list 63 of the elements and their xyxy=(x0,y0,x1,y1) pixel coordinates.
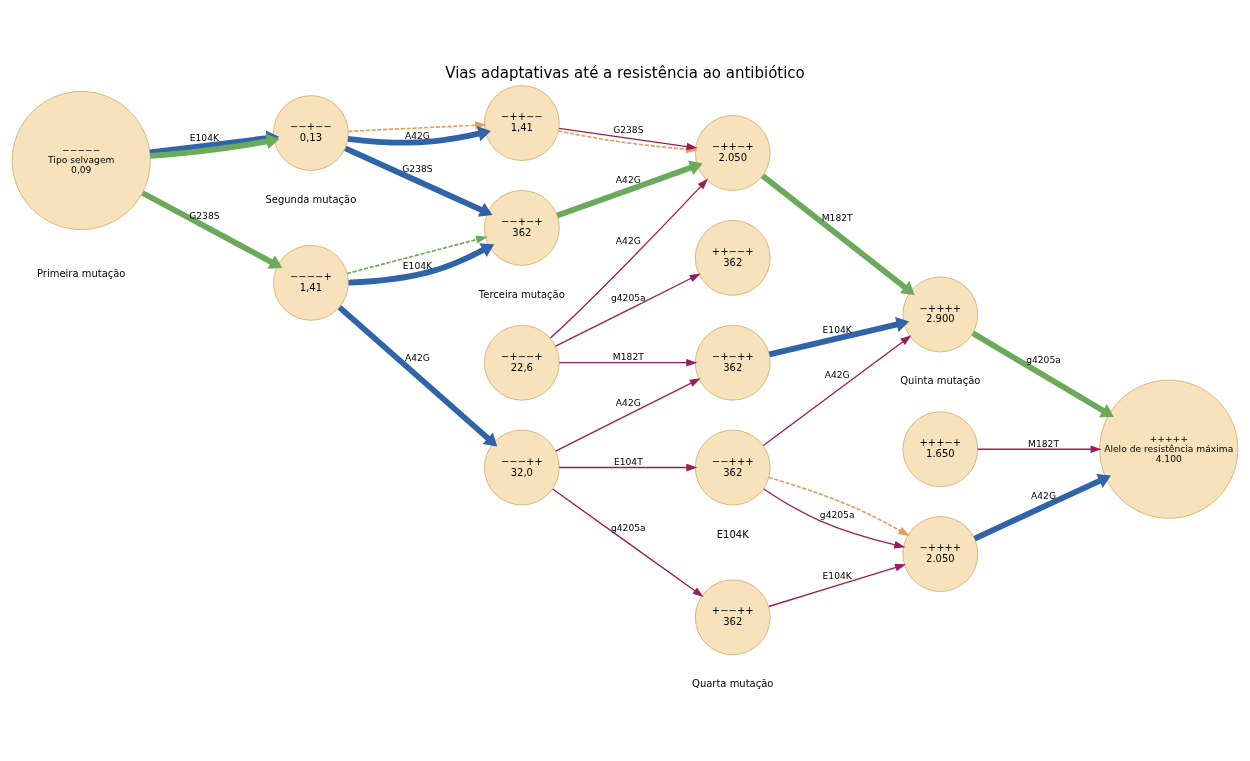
label: Primeira mutação xyxy=(37,267,126,279)
arrow xyxy=(973,473,1111,541)
label: Terceira mutação xyxy=(478,288,565,300)
node-circle: −++−− 1,41 xyxy=(483,84,560,161)
node-circle: −−−−− Tipo selvagem 0,09 xyxy=(11,90,151,230)
edge-label: E104K xyxy=(189,132,220,143)
node-circle: +++−+ 1.650 xyxy=(902,410,979,487)
arrow xyxy=(768,316,910,357)
arrow xyxy=(554,273,701,347)
arrow xyxy=(768,476,910,536)
edge-label: g4205a xyxy=(610,292,646,303)
node-circle: −+−++ 362 xyxy=(694,324,771,401)
edge-label: A42G xyxy=(1031,490,1056,501)
node-circle: −−−−+ 1,41 xyxy=(273,244,349,321)
arrow xyxy=(768,563,907,607)
arrow xyxy=(337,304,498,447)
edge-label: E104K xyxy=(822,570,852,581)
label: Quarta mutação xyxy=(692,677,774,689)
edge-label: A42G xyxy=(824,369,850,380)
edge-label: g4205a xyxy=(819,509,855,520)
diagram-title: Vias adaptativas até a resistência ao antibiótico xyxy=(445,63,805,82)
label: E104K xyxy=(716,528,749,540)
edge-label: G238S xyxy=(189,210,220,221)
edge-label: M182T xyxy=(1028,438,1059,449)
arrow xyxy=(347,125,491,146)
edge-label: A42G xyxy=(404,130,430,141)
edge-label: A42G xyxy=(615,235,641,246)
arrow xyxy=(346,235,488,274)
arrow xyxy=(344,145,493,217)
arrow xyxy=(551,487,704,597)
arrow xyxy=(558,463,698,471)
node-circle: −+−−+ 22,6 xyxy=(483,324,560,401)
arrow xyxy=(760,173,915,295)
node-circle: −−+−+ 362 xyxy=(483,189,560,266)
arrow xyxy=(763,487,906,548)
edge-label: G238S xyxy=(402,163,433,174)
edge-label: E104K xyxy=(822,324,852,335)
edge-label: M182T xyxy=(612,351,644,362)
arrow xyxy=(977,444,1102,453)
edge-label: A42G xyxy=(615,174,641,185)
edge-label: g4205a xyxy=(610,522,646,533)
edge-label: M182T xyxy=(821,212,853,223)
edge-label: A42G xyxy=(615,397,641,408)
arrow xyxy=(348,242,495,286)
arrow xyxy=(558,358,698,367)
label: Segunda mutação xyxy=(265,193,357,205)
arrow xyxy=(141,189,283,269)
arrow xyxy=(971,330,1114,417)
edge-label: E104K xyxy=(402,260,433,271)
node-circle: −++++ 2.050 xyxy=(902,515,979,592)
edge-label: G238S xyxy=(613,124,644,135)
arrow xyxy=(762,334,912,446)
node-circle: ++−−+ 362 xyxy=(694,219,771,296)
arrow xyxy=(554,377,701,452)
label: Quinta mutação xyxy=(900,374,981,386)
edge-label: A42G xyxy=(404,352,430,363)
arrow xyxy=(347,120,487,132)
arrow xyxy=(556,160,703,218)
node-circle: −−+−− 0,13 xyxy=(273,94,349,171)
edge-label: g4205a xyxy=(1026,354,1061,365)
edge-label: E104T xyxy=(613,456,643,467)
node-circle: −−+++ 362 xyxy=(694,429,771,505)
arrow xyxy=(549,178,709,339)
